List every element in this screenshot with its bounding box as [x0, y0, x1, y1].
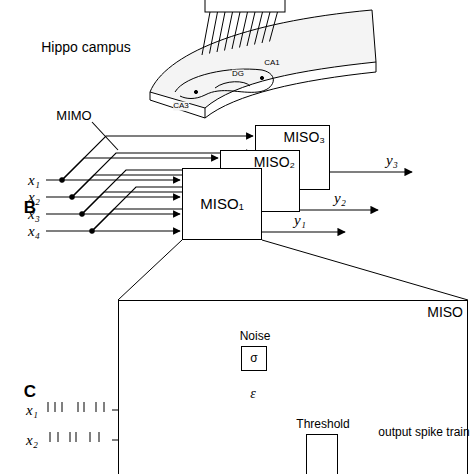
electrode	[262, 12, 270, 43]
electrode-array	[202, 0, 285, 55]
signal-name: ε	[250, 386, 256, 401]
signal-name: x₄	[28, 223, 40, 240]
part-label: output spike train	[378, 426, 469, 439]
electrode	[232, 12, 240, 49]
signal-name: x₂	[28, 189, 40, 206]
electrode	[202, 12, 210, 55]
electrode	[240, 12, 248, 48]
part-label: Hippo campus	[41, 40, 131, 55]
node-label: Threshold	[296, 418, 349, 431]
electrode	[225, 12, 233, 51]
process-box: Noiseσ	[241, 346, 267, 371]
panel-letter: C	[24, 383, 36, 402]
node-label: MISO₃	[284, 130, 325, 145]
part-label: CA1	[264, 59, 280, 68]
model-box: MISONoiseσThreshold	[118, 300, 468, 474]
part-label: MIMO	[56, 109, 91, 123]
part-label: DG	[232, 70, 244, 79]
signal-name: y₃	[386, 152, 398, 169]
hippocampus-slice	[150, 10, 376, 118]
process-box: Threshold	[306, 434, 338, 474]
miso-box: MISO₁	[182, 168, 262, 240]
part-label: CA3	[173, 102, 189, 111]
signal-name: x₁	[26, 402, 38, 419]
node-label: MISO₁	[200, 196, 243, 213]
signal-name: x₃	[28, 206, 40, 223]
zoom-line	[262, 240, 468, 300]
node-label: MISO	[427, 305, 463, 320]
electrode	[217, 12, 225, 52]
signal-name: y₂	[334, 190, 346, 207]
electrode	[270, 12, 278, 42]
electrode	[210, 12, 218, 54]
signal-name: x₁	[28, 172, 40, 189]
signal-name: x₂	[26, 432, 38, 449]
zoom-line	[118, 240, 182, 300]
electrode	[247, 12, 255, 46]
signal-name: y₁	[294, 212, 306, 229]
node-label: σ	[250, 352, 257, 365]
electrode	[255, 12, 263, 45]
node-label: Noise	[240, 330, 271, 343]
